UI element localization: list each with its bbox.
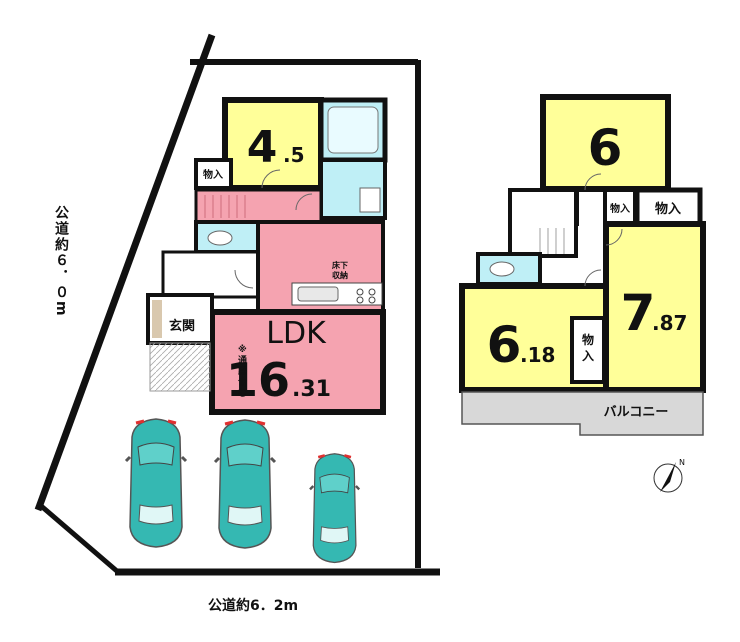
room-6-18-sub: .18 [520, 343, 555, 367]
storage-2f-c-label: 物入 [655, 201, 681, 217]
storage-2f-b-label: 物入 [610, 202, 630, 215]
compass-label: N [679, 458, 685, 467]
storage-1f-label: 物入 [203, 168, 223, 181]
storage-2f-c [634, 187, 703, 227]
balcony-label: バルコニー [604, 405, 669, 420]
storage-2f-d-label: 物入 [582, 332, 594, 363]
hall [194, 188, 323, 224]
room-6-18-main: 6 [487, 316, 522, 374]
stairs-2f [508, 188, 578, 258]
ldk-label: LDK [266, 316, 327, 351]
parking [124, 417, 361, 564]
porch [149, 342, 211, 392]
room-7-87-sub: .87 [652, 311, 687, 335]
compass: N [653, 458, 685, 493]
entrance-label: 玄関 [169, 318, 195, 334]
compass-arrow-icon [660, 462, 676, 492]
room-7-87 [603, 221, 706, 393]
site-boundary [34, 33, 440, 576]
storage-2f-d [570, 316, 606, 384]
car-1 [124, 417, 188, 549]
road-left-label: 公道約６．０m [53, 205, 69, 318]
ldk-size-sub: .31 [292, 377, 331, 402]
room-4-5-sub: .5 [283, 143, 305, 167]
ldk [209, 309, 386, 415]
room-6-label: 6 [588, 119, 623, 177]
corridor [161, 250, 262, 299]
room-6 [540, 94, 671, 192]
ldk-size-main: 16 [226, 353, 290, 407]
ldk-note: ※通路含む [237, 344, 248, 399]
second-floor: 6 物入 物入 物入 7 .87 6 .18 物入 バルコニー [459, 94, 706, 436]
storage-1f [194, 158, 233, 190]
road-bottom-label: 公道約6．2m [208, 598, 299, 614]
room-4-5-main: 4 [247, 122, 278, 173]
first-floor: 物入 床下収納 LDK 16 .31 ※通路含む 玄関 [146, 97, 388, 415]
room-7-87-main: 7 [621, 284, 656, 342]
underfloor-storage-label: 床下収納 [332, 260, 348, 280]
car-3 [308, 452, 361, 564]
balcony [461, 391, 704, 436]
car-2 [213, 418, 277, 550]
